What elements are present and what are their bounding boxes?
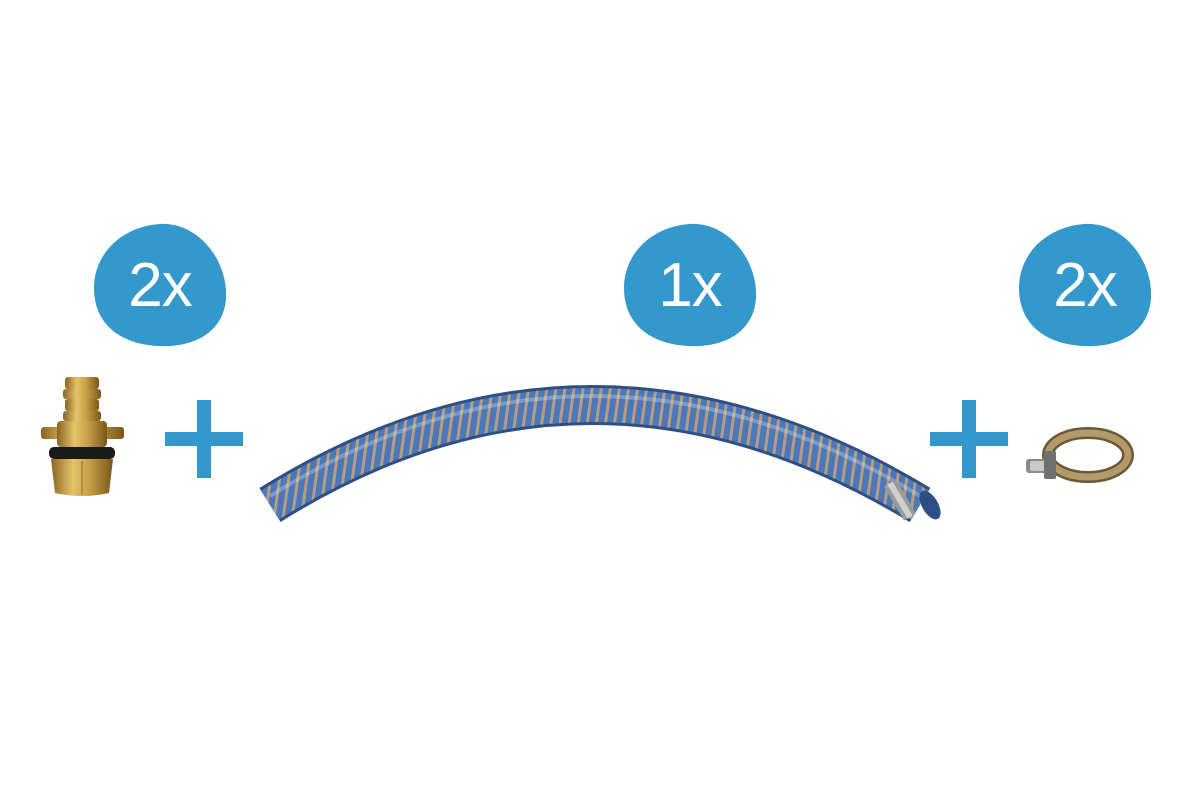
quantity-badge-coupling: 2x [90,220,230,350]
quantity-badge-hose: 1x [620,220,760,350]
hose-clamp-icon [1026,427,1134,483]
quantity-label: 2x [1053,250,1117,320]
quantity-label: 2x [128,250,192,320]
quantity-badge-clamp: 2x [1015,220,1155,350]
badge-blob-shape [94,223,227,347]
badge-blob-shape [624,223,757,347]
plus-icon [930,400,1008,478]
plus-icon [165,400,243,478]
brass-coupling-icon [41,377,124,496]
badge-blob-shape [1019,223,1152,347]
quantity-label: 1x [658,250,722,320]
suction-hose-icon [259,385,941,523]
